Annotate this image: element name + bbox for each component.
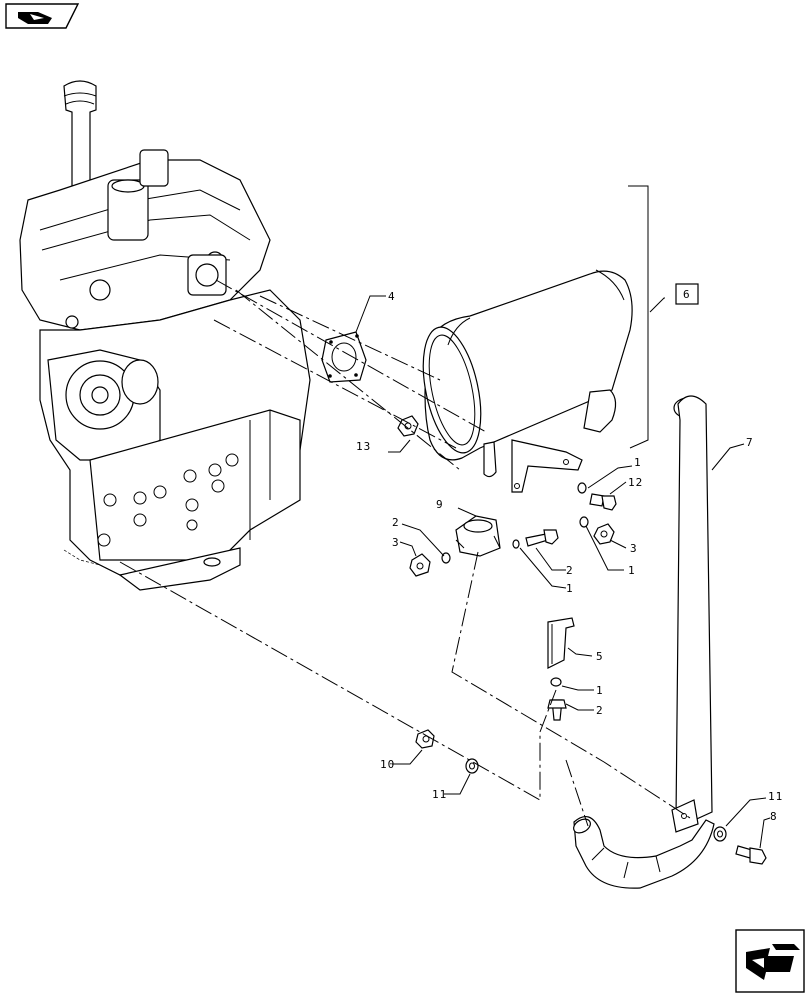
callout-2-center: 2 [566,564,574,577]
callout-6: 6 [683,288,691,301]
callout-1-lower: 1 [596,684,604,697]
nut-3-left [409,553,431,577]
tailpipe [671,395,713,833]
callout-5: 5 [596,650,604,663]
callout-3-left: 3 [392,536,400,549]
callout-3-right: 3 [630,542,638,555]
washer-1-center [512,539,520,549]
gasket [321,331,367,383]
callout-1-center: 1 [566,582,574,595]
bolt-12 [589,493,617,511]
clamp [455,515,501,557]
washer-11-left [465,758,479,774]
callout-13: 13 [356,440,371,453]
engine-block [19,80,311,591]
bolt-8 [735,845,767,865]
callout-2-lower: 2 [596,704,604,717]
callout-11-right: 11 [768,790,783,803]
bolt-2-center [525,529,559,547]
callout-9: 9 [436,498,444,511]
view-direction-icon [5,3,80,29]
next-page-arrow-icon[interactable] [735,929,805,993]
assembly-lines [119,185,691,827]
callout-12: 12 [628,476,643,489]
washer-1-right [579,516,589,528]
washer-11-right [713,826,727,842]
washer-1-upper [577,482,587,494]
nut-3-right [593,523,615,545]
nut-10 [415,729,435,749]
muffler [422,269,633,493]
bracket [547,617,575,669]
callout-1-upper: 1 [634,456,642,469]
callout-6-box [675,283,699,305]
callout-7: 7 [746,436,754,449]
callout-8: 8 [770,810,778,823]
callout-11-left: 11 [432,788,447,801]
bolt-2-lower [547,699,567,721]
washer-1-lower [550,677,562,687]
flex-pipe [573,815,715,889]
callout-4: 4 [388,290,396,303]
leader-lines [355,295,771,849]
callout-10: 10 [380,758,395,771]
callout-1-right: 1 [628,564,636,577]
callout-2-left: 2 [392,516,400,529]
